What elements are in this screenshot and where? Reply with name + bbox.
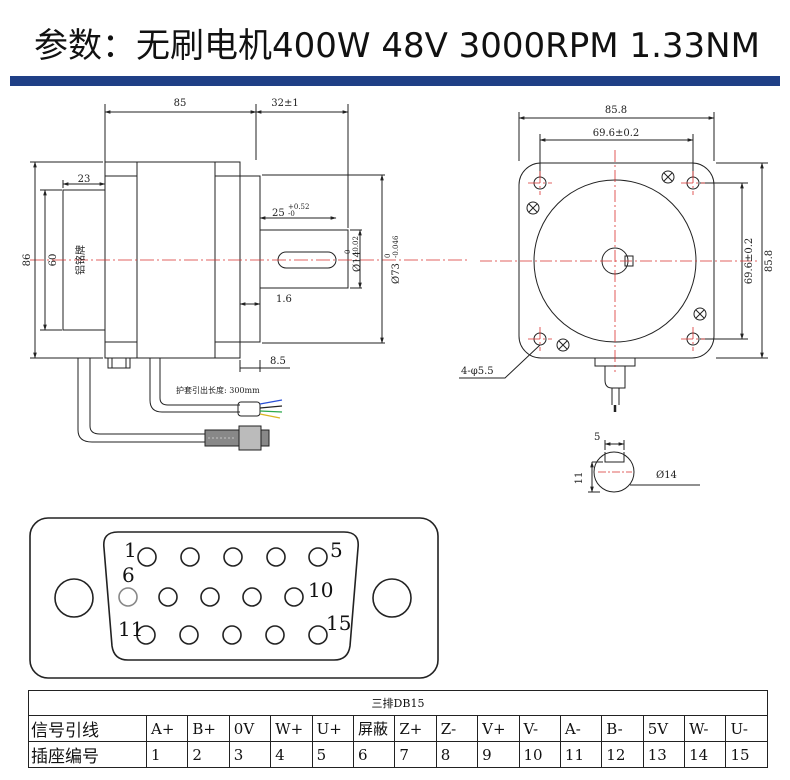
pin-number-cell: 1 <box>145 741 189 768</box>
dim-pilot-tol-upper: 0 <box>384 254 392 258</box>
connector-shell <box>29 517 439 679</box>
pin-label-10: 10 <box>308 578 333 602</box>
pin-13 <box>222 625 242 645</box>
pin-7 <box>158 587 178 607</box>
dim-body-length: 85 <box>174 98 187 109</box>
pin-9 <box>242 587 262 607</box>
pin-4 <box>266 547 286 567</box>
hole-callout: 4-φ5.5 <box>461 366 494 377</box>
dim-spigot: 8.5 <box>270 356 286 367</box>
signal-cell: 0V <box>228 715 272 742</box>
pin-1 <box>137 547 157 567</box>
pin-12 <box>179 625 199 645</box>
pin-6 <box>118 587 138 607</box>
pin-8 <box>200 587 220 607</box>
shaft-detail <box>588 440 700 493</box>
nameplate-label: 铝铭牌 <box>74 245 87 275</box>
pin-row-label: 插座编号 <box>28 741 147 768</box>
dim-key-width: 5 <box>594 432 600 443</box>
pin-number-cell: 5 <box>311 741 354 768</box>
dim-key-tol-lower: -0 <box>288 210 295 218</box>
signal-cell: U+ <box>311 715 354 742</box>
flange-outline <box>518 162 715 359</box>
shaft-outline <box>259 229 349 289</box>
dim-shaft-dia-tol-upper: 0 <box>344 250 352 254</box>
table-caption: 三排DB15 <box>28 690 768 716</box>
signal-cell: W+ <box>270 715 313 742</box>
pin-number-cell: 4 <box>270 741 313 768</box>
dim-shaft-length: 32±1 <box>271 98 298 109</box>
pin-number-cell: 3 <box>228 741 272 768</box>
db15-connector <box>29 517 439 679</box>
dim-label-width: 23 <box>78 174 91 185</box>
shaft-section <box>593 451 635 493</box>
dim-shaft-dia-tol-lower: -0.02 <box>352 236 360 254</box>
dim-key-length: 25 <box>272 208 285 219</box>
technical-drawing: 85 32±1 23 86 60 铝铭牌 25 +0.52 -0 Ø14 0 -… <box>22 98 775 679</box>
pin-label-6: 6 <box>122 563 135 587</box>
dim-key-tol-upper: +0.52 <box>288 203 309 211</box>
pin-label-1: 1 <box>124 538 137 562</box>
pin-number-cell: 10 <box>518 741 561 768</box>
pin-number-cell: 11 <box>559 741 603 768</box>
pin-label-11: 11 <box>118 617 143 641</box>
pin-14 <box>265 625 285 645</box>
pin-3 <box>223 547 243 567</box>
signal-cell: V- <box>518 715 561 742</box>
dim-flange: 1.6 <box>276 294 292 305</box>
signal-cell: B+ <box>187 715 230 742</box>
signal-cell: A+ <box>145 715 189 742</box>
pin-label-5: 5 <box>330 538 343 562</box>
dim-pilot-tol-lower: -0.046 <box>392 235 400 258</box>
dim-front-width: 85.8 <box>605 105 627 116</box>
pin-10 <box>284 587 304 607</box>
pin-11 <box>136 625 156 645</box>
cable-note: 护套引出长度: 300mm <box>176 385 260 395</box>
signal-cell: V+ <box>477 715 520 742</box>
pin-number-cell: 14 <box>684 741 727 768</box>
pin-number-cell: 8 <box>435 741 479 768</box>
dim-hole-spacing-h: 69.6±0.2 <box>593 128 640 139</box>
dim-height-inner: 60 <box>48 254 59 267</box>
pin-number-cell: 15 <box>725 741 768 768</box>
signal-row-label: 信号引线 <box>28 715 147 742</box>
page-title: 参数：无刷电机400W 48V 3000RPM 1.33NM <box>34 26 760 66</box>
front-view <box>459 112 768 412</box>
signal-cell: B- <box>601 715 644 742</box>
pin-5 <box>308 547 328 567</box>
signal-cell: 屏蔽 <box>352 715 396 742</box>
dim-shaft-dia: Ø14 <box>352 251 363 272</box>
signal-cell: Z- <box>435 715 479 742</box>
dim-detail-dia: Ø14 <box>656 470 677 481</box>
pin-number-cell: 13 <box>642 741 686 768</box>
signal-cell: W- <box>684 715 727 742</box>
pin-number-cell: 7 <box>394 741 437 768</box>
connector-screw-hole-left <box>54 578 94 618</box>
pin-number-cell: 6 <box>352 741 396 768</box>
pin-number-cell: 12 <box>601 741 644 768</box>
dim-height-outer: 86 <box>22 254 33 267</box>
signal-cell: U- <box>725 715 768 742</box>
title-accent-bar <box>10 76 780 86</box>
dim-key-depth: 11 <box>574 472 585 485</box>
pin-label-15: 15 <box>326 611 351 635</box>
dim-front-height: 85.8 <box>764 250 775 272</box>
connector-screw-hole-right <box>372 578 412 618</box>
signal-cell: Z+ <box>394 715 437 742</box>
signal-cell: 5V <box>642 715 686 742</box>
pin-number-cell: 9 <box>477 741 520 768</box>
pin-number-cell: 2 <box>187 741 230 768</box>
connector-d-shape <box>102 531 360 661</box>
pin-2 <box>180 547 200 567</box>
table-caption-row: 三排DB15 <box>28 690 768 716</box>
dim-pilot-dia: Ø73 <box>391 263 402 284</box>
signal-cell: A- <box>559 715 603 742</box>
side-view <box>30 104 470 451</box>
dim-hole-spacing-v: 69.6±0.2 <box>744 238 755 285</box>
pin-15 <box>308 625 328 645</box>
